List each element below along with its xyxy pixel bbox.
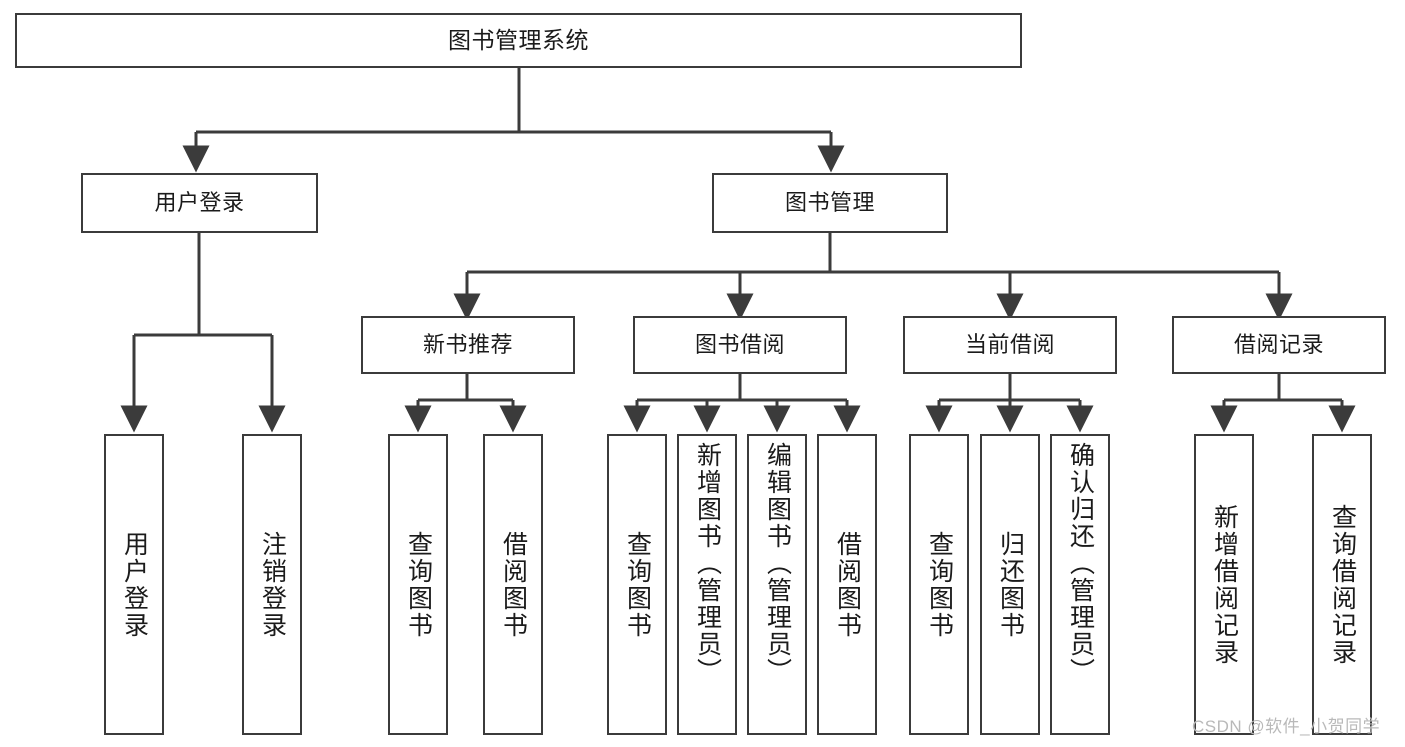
node-leaf-query-book-3-label: 查询图书 [925, 530, 954, 639]
node-leaf-add-record[interactable]: 新增借阅记录 [1194, 434, 1254, 735]
node-leaf-user-login-label: 用户登录 [120, 530, 149, 639]
node-user-login-label: 用户登录 [154, 190, 245, 216]
node-book-borrow[interactable]: 图书借阅 [633, 316, 847, 374]
node-root[interactable]: 图书管理系统 [15, 13, 1022, 68]
node-book-manage[interactable]: 图书管理 [712, 173, 948, 233]
node-leaf-add-book-label: 新增图书（管理员） [693, 442, 722, 685]
node-leaf-edit-book[interactable]: 编辑图书（管理员） [747, 434, 807, 735]
node-leaf-borrow-book-1[interactable]: 借阅图书 [483, 434, 543, 735]
node-current-borrow-label: 当前借阅 [964, 332, 1055, 358]
node-leaf-query-book-3[interactable]: 查询图书 [909, 434, 969, 735]
node-current-borrow[interactable]: 当前借阅 [903, 316, 1117, 374]
node-leaf-user-login[interactable]: 用户登录 [104, 434, 164, 735]
node-borrow-record-label: 借阅记录 [1233, 332, 1324, 358]
node-leaf-query-record-label: 查询借阅记录 [1328, 503, 1357, 666]
node-leaf-borrow-book-2[interactable]: 借阅图书 [817, 434, 877, 735]
node-leaf-confirm-return-label: 确认归还（管理员） [1066, 442, 1095, 685]
node-leaf-logout-login-label: 注销登录 [258, 530, 287, 639]
node-new-book-rec[interactable]: 新书推荐 [361, 316, 575, 374]
node-leaf-query-book-1[interactable]: 查询图书 [388, 434, 448, 735]
node-book-borrow-label: 图书借阅 [694, 332, 785, 358]
node-leaf-query-book-2-label: 查询图书 [623, 530, 652, 639]
watermark-text: CSDN @软件_小贺同学 [1192, 717, 1381, 736]
node-leaf-query-book-2[interactable]: 查询图书 [607, 434, 667, 735]
node-leaf-add-book[interactable]: 新增图书（管理员） [677, 434, 737, 735]
node-leaf-return-book-label: 归还图书 [996, 530, 1025, 639]
node-user-login[interactable]: 用户登录 [81, 173, 318, 233]
node-leaf-return-book[interactable]: 归还图书 [980, 434, 1040, 735]
node-leaf-borrow-book-2-label: 借阅图书 [833, 530, 862, 639]
node-leaf-add-record-label: 新增借阅记录 [1210, 503, 1239, 666]
node-book-manage-label: 图书管理 [784, 190, 875, 216]
node-leaf-query-book-1-label: 查询图书 [404, 530, 433, 639]
node-leaf-edit-book-label: 编辑图书（管理员） [763, 442, 792, 685]
node-leaf-borrow-book-1-label: 借阅图书 [499, 530, 528, 639]
node-new-book-rec-label: 新书推荐 [422, 332, 513, 358]
node-borrow-record[interactable]: 借阅记录 [1172, 316, 1386, 374]
node-leaf-query-record[interactable]: 查询借阅记录 [1312, 434, 1372, 735]
node-leaf-confirm-return[interactable]: 确认归还（管理员） [1050, 434, 1110, 735]
node-root-label: 图书管理系统 [448, 26, 589, 53]
node-leaf-logout-login[interactable]: 注销登录 [242, 434, 302, 735]
